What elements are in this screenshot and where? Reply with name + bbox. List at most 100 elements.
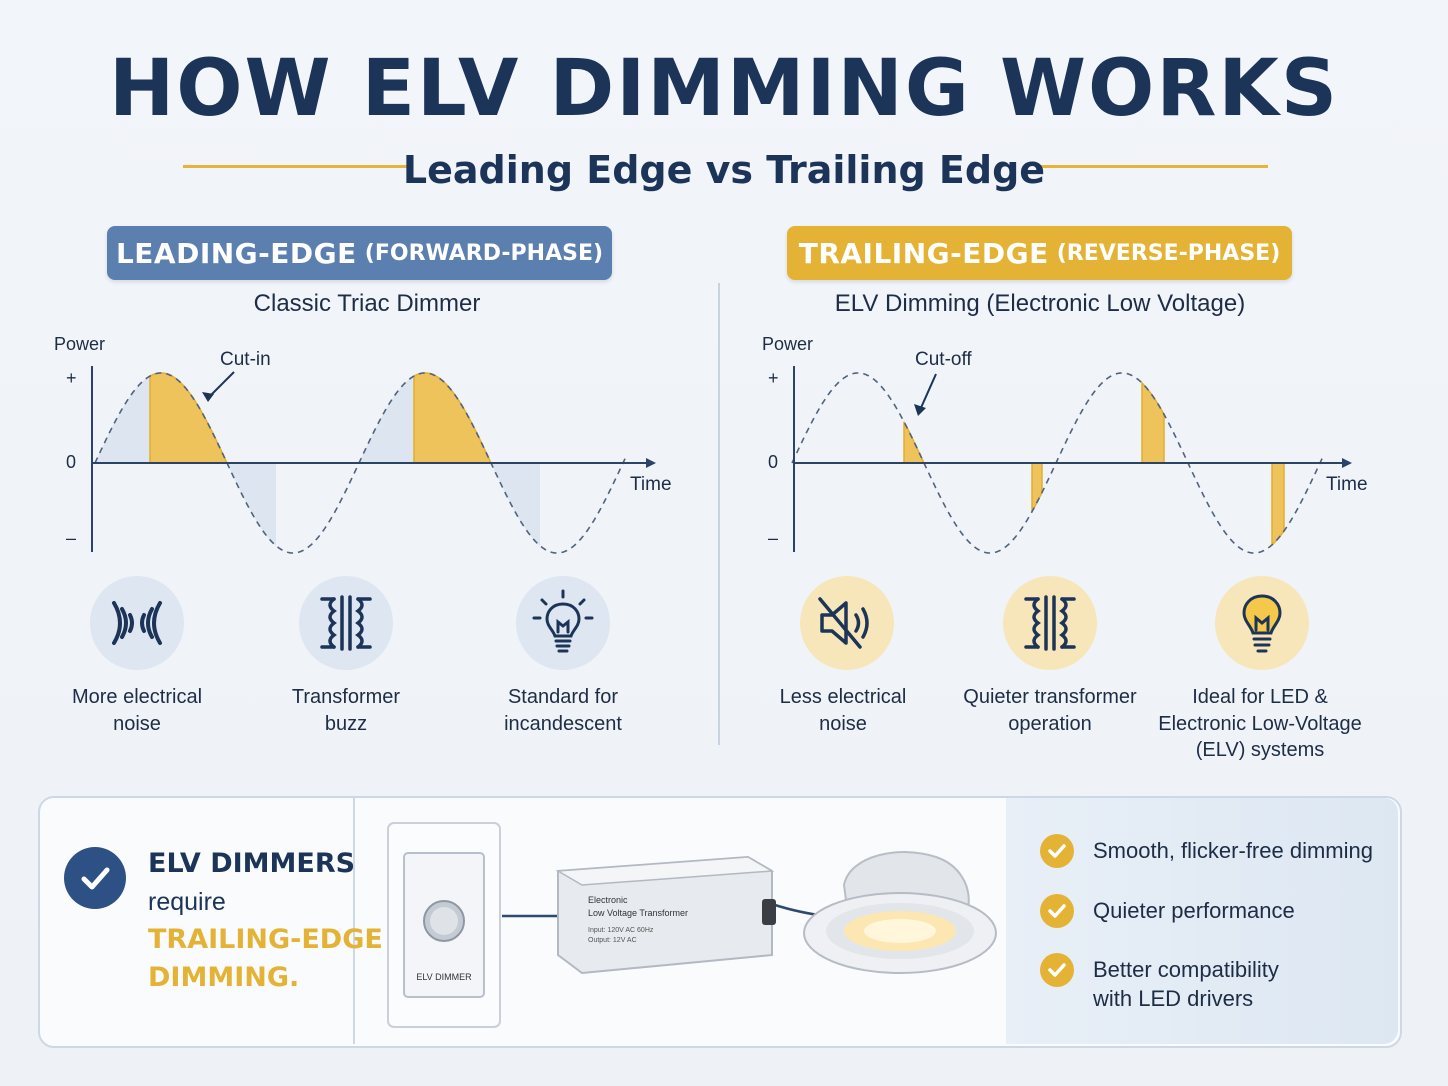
- muted-speaker-icon: [818, 597, 869, 649]
- feature-label: Less electrical noise: [753, 684, 933, 738]
- removed-wave-portion: [359, 376, 414, 463]
- big-check-icon: [64, 847, 126, 909]
- sound-waves-icon: [112, 601, 162, 645]
- transformer-label-2: Low Voltage Transformer: [588, 908, 688, 918]
- right-plus-label: +: [768, 368, 779, 388]
- checkmark-icon: [1040, 953, 1074, 987]
- benefit-item: Quieter performance: [1040, 894, 1295, 928]
- transformer-output: Output: 12V AC: [588, 937, 637, 944]
- trailing-edge-caption: ELV Dimming (Electronic Low Voltage): [834, 290, 1246, 317]
- leading-edge-badge: LEADING-EDGE (FORWARD-PHASE): [107, 226, 612, 280]
- right-x-axis-label: Time: [1326, 474, 1368, 495]
- feature-line: Transformer: [291, 686, 401, 708]
- checkmark-icon: [81, 867, 110, 890]
- low-voltage-transformer: Electronic Low Voltage Transformer Input…: [555, 855, 776, 975]
- removed-wave-portion: [227, 463, 276, 546]
- recessed-led-light: [803, 851, 997, 974]
- x-axis-arrowhead: [1342, 458, 1352, 468]
- trailing-edge-badge-subtitle: (REVERSE-PHASE): [1056, 240, 1281, 266]
- statement-highlight: TRAILING-EDGE: [148, 924, 383, 955]
- feature-line: (ELV) systems: [1195, 739, 1325, 761]
- devices-illustration: ELV DIMMER Electronic Low Voltage Transf…: [387, 822, 997, 1028]
- left-zero-label: 0: [66, 452, 76, 472]
- column-divider: [718, 283, 720, 745]
- cut-off-annotation: Cut-off: [915, 349, 972, 370]
- feature-line: Less electrical: [779, 686, 907, 708]
- feature-line: Standard for: [507, 686, 619, 708]
- leading-edge-badge-subtitle: (FORWARD-PHASE): [364, 240, 604, 266]
- statement-line: ELV DIMMERS: [148, 848, 356, 879]
- benefits-background: [1006, 798, 1398, 1044]
- statement-line: require: [148, 888, 226, 916]
- feature-line: More electrical: [71, 686, 203, 708]
- sine-wave-line: [791, 372, 1325, 554]
- feature-label: Quieter transformer operation: [950, 684, 1150, 738]
- right-minus-label: –: [768, 528, 778, 548]
- dimmer-label: ELV DIMMER: [416, 972, 472, 982]
- x-axis-arrowhead: [646, 458, 656, 468]
- removed-wave-portion: [491, 463, 540, 546]
- benefit-item: Better compatibility with LED drivers: [1040, 953, 1279, 1013]
- left-plus-label: +: [66, 368, 77, 388]
- feature-line: noise: [819, 713, 867, 735]
- summary-panel-divider: [353, 798, 355, 1044]
- benefit-text: with LED drivers: [1093, 986, 1254, 1011]
- cut-off-arrow: [919, 373, 937, 411]
- conducted-wave-portion: [1141, 381, 1165, 464]
- sine-wave-line: [94, 372, 626, 554]
- transformer-label-1: Electronic: [588, 895, 628, 905]
- feature-label: Transformer buzz: [256, 684, 436, 738]
- trailing-edge-badge-label: TRAILING-EDGE: [798, 236, 1049, 270]
- feature-label: More electrical noise: [47, 684, 227, 738]
- page-title: HOW ELV DIMMING WORKS: [108, 44, 1340, 134]
- checkmark-icon: [1040, 834, 1074, 868]
- transformer-icon: [320, 595, 372, 651]
- feature-line: operation: [1008, 713, 1092, 735]
- checkmark-icon: [1040, 894, 1074, 928]
- transformer-input: Input: 120V AC 60Hz: [588, 927, 654, 934]
- leading-edge-badge-label: LEADING-EDGE: [115, 236, 357, 270]
- light-bulb-icon: [532, 589, 594, 653]
- led-ideal-icon-circle: [1215, 576, 1309, 670]
- title-rule-left: [183, 165, 411, 168]
- conducted-wave-portion: [1271, 462, 1285, 547]
- less-noise-icon-circle: [800, 576, 894, 670]
- conducted-wave-portion: [413, 372, 493, 464]
- elv-dimmer-switch: ELV DIMMER: [387, 822, 501, 1028]
- trailing-edge-badge: TRAILING-EDGE (REVERSE-PHASE): [787, 226, 1292, 280]
- feature-line: Quieter transformer: [963, 686, 1137, 708]
- feature-label: Standard for incandescent: [473, 684, 653, 738]
- removed-wave-portion: [95, 376, 150, 463]
- feature-line: Electronic Low-Voltage: [1158, 712, 1362, 735]
- feature-line: noise: [113, 713, 161, 735]
- cut-in-annotation: Cut-in: [220, 349, 271, 370]
- cut-off-arrowhead: [914, 404, 926, 416]
- transformer-buzz-icon-circle: [299, 576, 393, 670]
- title-rule-right: [1040, 165, 1268, 168]
- feature-label: Ideal for LED & Electronic Low-Voltage (…: [1140, 684, 1380, 764]
- benefit-text: Better compatibility: [1093, 957, 1279, 982]
- page-subtitle: Leading Edge vs Trailing Edge: [402, 148, 1046, 192]
- left-minus-label: –: [66, 528, 76, 548]
- left-y-axis-label: Power: [54, 334, 105, 354]
- incandescent-icon-circle: [516, 576, 610, 670]
- cut-in-arrow: [207, 371, 235, 399]
- more-noise-icon-circle: [90, 576, 184, 670]
- feature-line: Ideal for LED &: [1192, 686, 1328, 708]
- cut-in-arrowhead: [202, 392, 214, 402]
- feature-line: incandescent: [504, 713, 622, 735]
- transformer-icon: [1024, 595, 1076, 651]
- right-y-axis-label: Power: [762, 334, 813, 354]
- conducted-wave-portion: [149, 372, 229, 464]
- trailing-edge-waveform-chart: Power + 0 – Time Cut-off: [762, 334, 1368, 554]
- statement-highlight: DIMMING.: [148, 962, 300, 993]
- led-bulb-icon: [1242, 594, 1282, 653]
- benefit-text: Smooth, flicker-free dimming: [1093, 838, 1373, 863]
- leading-edge-waveform-chart: Power + 0 – Time Cut-in: [54, 334, 672, 554]
- quieter-transformer-icon-circle: [1003, 576, 1097, 670]
- conducted-wave-portion: [1031, 462, 1043, 513]
- benefit-text: Quieter performance: [1093, 898, 1295, 923]
- leading-edge-caption: Classic Triac Dimmer: [253, 290, 481, 317]
- feature-line: buzz: [324, 713, 368, 735]
- benefit-item: Smooth, flicker-free dimming: [1040, 834, 1373, 868]
